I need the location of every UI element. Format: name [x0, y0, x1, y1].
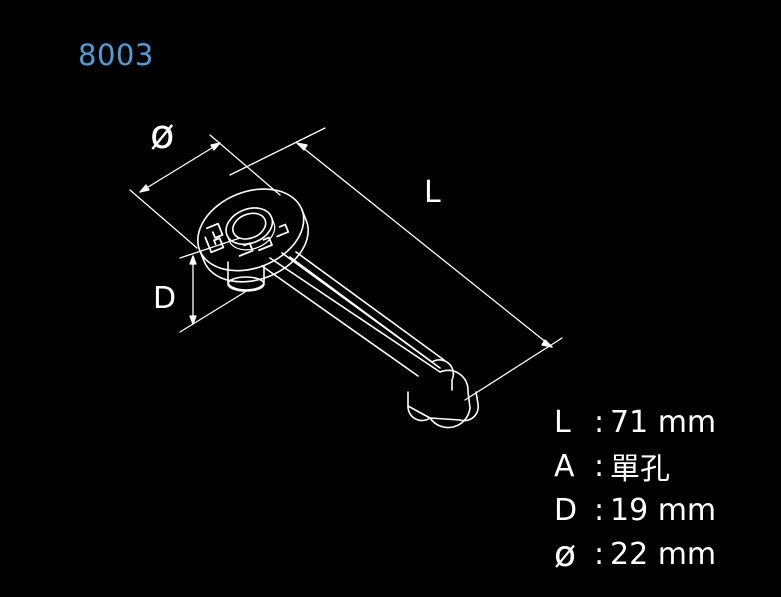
spec-separator: :: [593, 536, 605, 572]
spec-row-diameter: ø : 22 mm: [554, 532, 716, 576]
spec-list: L : 71 mm A : 單孔 D : 19 mm ø : 22 mm: [554, 400, 716, 576]
diameter-label: ø: [150, 112, 175, 158]
spec-value: 71 mm: [610, 404, 717, 440]
spec-value: 單孔: [610, 452, 670, 487]
round-head: [197, 188, 309, 283]
arm-body: [261, 251, 480, 429]
boss-cylinder: [227, 261, 265, 292]
length-label: L: [424, 175, 441, 210]
dimension-lines: [129, 127, 563, 401]
spec-row-depth: D : 19 mm: [554, 488, 716, 532]
spec-value: 19 mm: [610, 492, 717, 528]
spec-separator: :: [593, 492, 605, 528]
spec-row-holes: A : 單孔: [554, 444, 716, 488]
spec-separator: :: [593, 448, 605, 484]
spec-separator: :: [593, 404, 605, 440]
greek-key-pattern: [204, 222, 290, 257]
spec-key: ø: [554, 533, 577, 575]
spec-row-length: L : 71 mm: [554, 400, 716, 444]
spec-key: D: [554, 492, 578, 528]
spec-key: A: [554, 448, 575, 484]
model-number: 8003: [78, 38, 154, 72]
spec-value: 22 mm: [610, 536, 717, 572]
depth-label: D: [153, 281, 177, 316]
spec-key: L: [554, 404, 571, 440]
